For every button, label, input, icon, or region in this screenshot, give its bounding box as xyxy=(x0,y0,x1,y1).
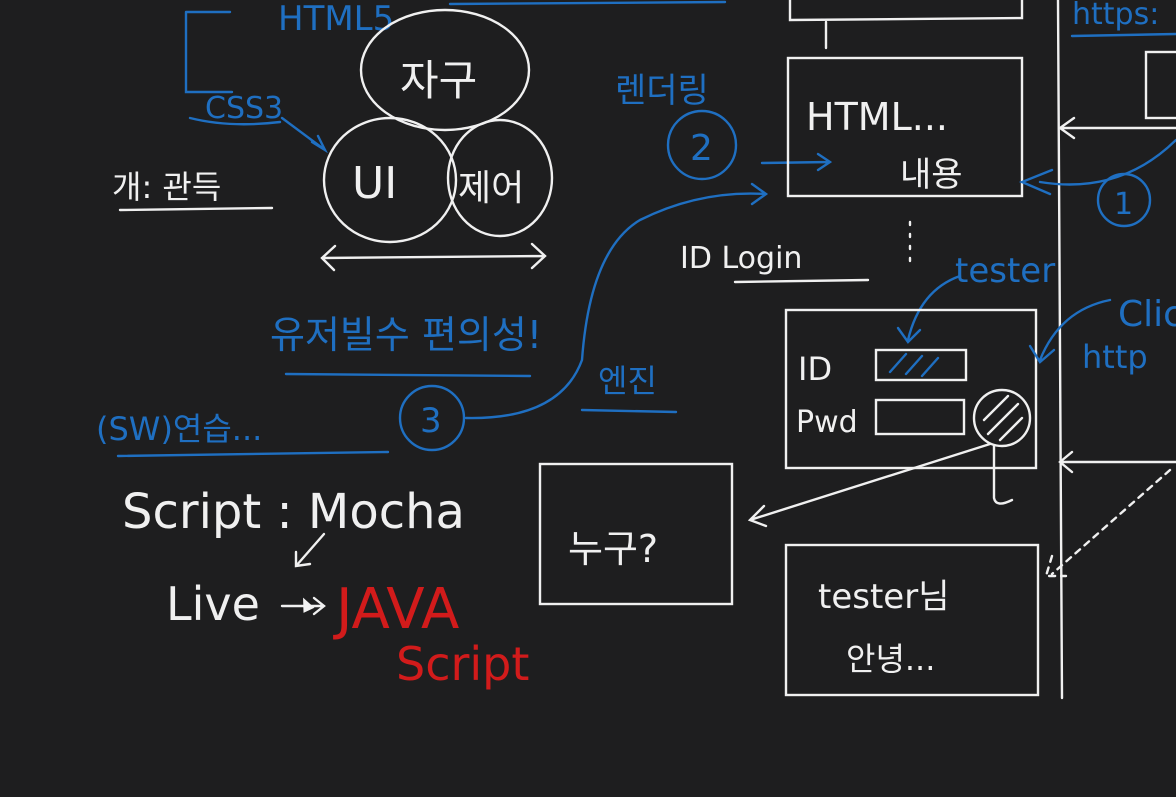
engine-curve-arrow xyxy=(464,182,769,420)
convenience-label: 유저빌수 편의성! xyxy=(270,313,542,357)
css3-arrow xyxy=(280,116,328,154)
css3-label: CSS3 xyxy=(205,91,283,126)
example-label: 개: 관득 xyxy=(112,168,221,206)
who-label: 누구? xyxy=(568,527,658,571)
ui-circle xyxy=(322,116,458,244)
tool-circle xyxy=(359,8,531,132)
dotted-diagonal-arrow xyxy=(1044,468,1172,578)
tool-label: 자구 xyxy=(400,56,477,105)
click-label: Clic xyxy=(1118,294,1176,335)
java-label: JAVA xyxy=(333,577,459,642)
html-content-box xyxy=(786,56,1024,198)
greeting-line2: 안녕... xyxy=(846,640,935,678)
sw-practice-underline xyxy=(116,450,390,458)
step3-number: 3 xyxy=(420,401,442,441)
id-field-label: ID xyxy=(798,350,832,388)
step1-circle xyxy=(1096,172,1152,228)
step2-arrow xyxy=(760,152,833,172)
https-underline xyxy=(1070,32,1176,38)
right-box-partial xyxy=(1144,50,1176,120)
width-arrow xyxy=(320,242,547,272)
live-arrow xyxy=(280,596,326,616)
step1-number: 1 xyxy=(1114,187,1133,222)
script-mocha-label: Script : Mocha xyxy=(122,484,465,540)
ui-label: UI xyxy=(352,158,397,209)
return-arrow xyxy=(1057,116,1176,140)
login-button-circle xyxy=(972,388,1032,448)
greeting-box xyxy=(784,543,1040,697)
html5-bracket xyxy=(184,10,234,94)
pwd-input-box xyxy=(874,398,966,436)
engine-label: 엔진 xyxy=(598,362,657,400)
html-content-line2: 내용 xyxy=(900,155,963,195)
rendering-label: 렌더링 xyxy=(615,71,709,111)
pwd-field-label: Pwd xyxy=(796,405,858,440)
login-button-hatch xyxy=(982,394,1024,505)
sw-practice-label: (SW)연습... xyxy=(96,410,262,448)
right-mid-line xyxy=(1058,450,1176,474)
step3-circle xyxy=(398,384,466,452)
click-arrow xyxy=(1028,298,1112,364)
live-label: Live xyxy=(166,577,260,631)
example-underline xyxy=(118,206,274,212)
login-box xyxy=(784,308,1038,470)
top-right-line xyxy=(448,0,727,6)
css3-underline xyxy=(188,116,282,126)
mocha-arrow xyxy=(294,532,326,568)
who-box xyxy=(538,462,734,606)
http-label: http xyxy=(1082,338,1148,376)
tester-label: tester xyxy=(955,251,1055,291)
java-script-label: Script xyxy=(396,637,529,691)
control-circle xyxy=(446,118,554,238)
greeting-line1: tester님 xyxy=(818,577,949,617)
control-label: 제어 xyxy=(458,168,524,209)
engine-underline xyxy=(580,408,678,414)
id-input-box xyxy=(874,348,968,382)
id-login-label: ID Login xyxy=(680,241,802,276)
step2-circle xyxy=(666,109,738,181)
html-content-line1: HTML... xyxy=(806,95,948,139)
convenience-underline xyxy=(284,372,532,378)
tester-arrow xyxy=(896,274,962,344)
step1-arrow xyxy=(1018,138,1176,196)
html5-label: HTML5 xyxy=(278,0,394,39)
right-vertical-line xyxy=(1056,0,1064,700)
step2-number: 2 xyxy=(690,128,713,169)
login-to-who-arrow xyxy=(747,442,992,528)
id-input-fill xyxy=(888,352,940,378)
id-login-underline xyxy=(733,278,870,284)
https-label: https: xyxy=(1072,0,1159,32)
top-box-partial xyxy=(788,0,1024,50)
